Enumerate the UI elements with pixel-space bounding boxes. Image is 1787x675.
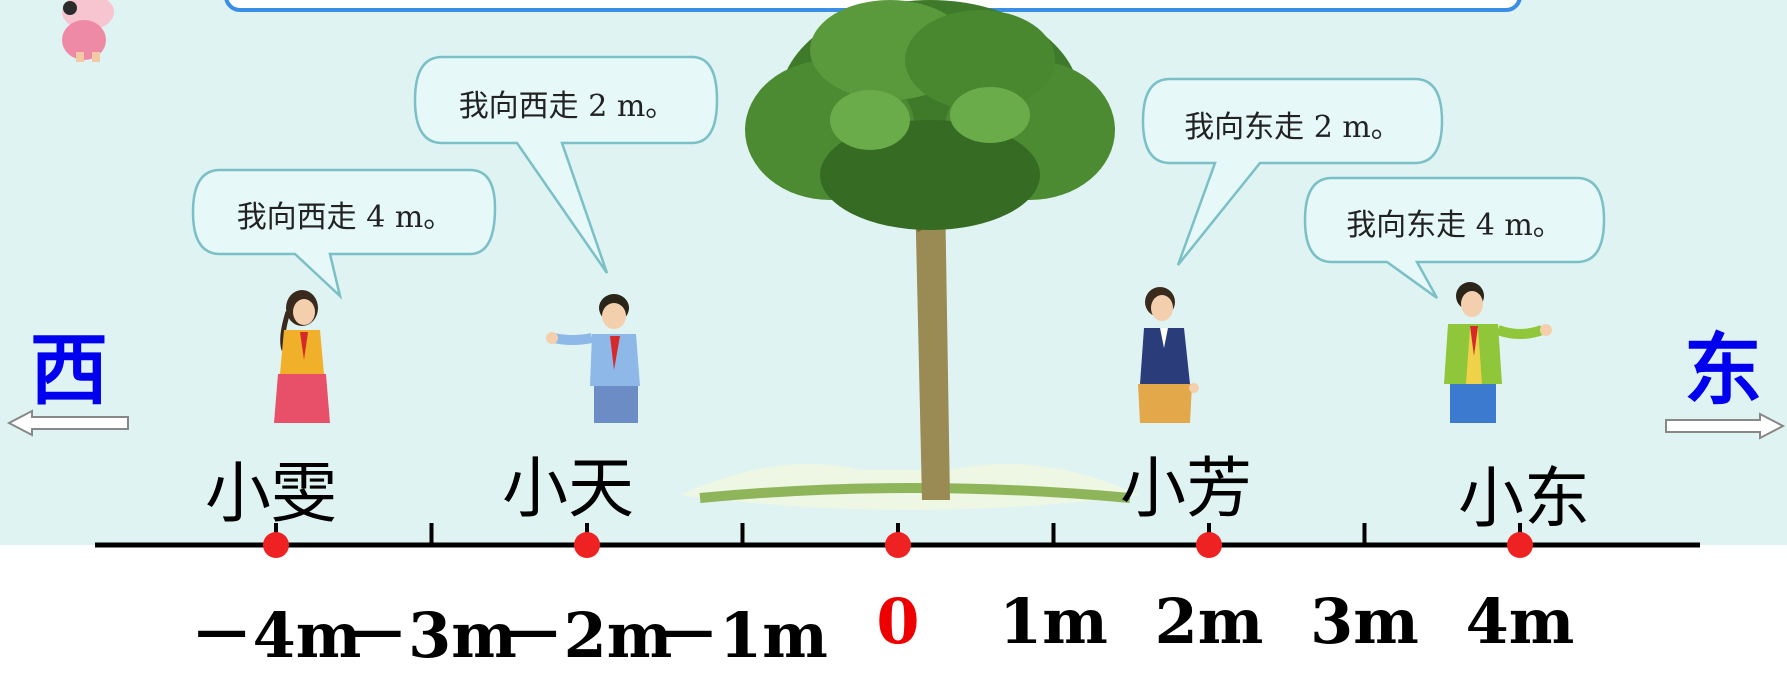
position-point [263,532,289,558]
number-line [95,523,1700,558]
name-label-xiaotian: 小天 [502,450,634,527]
bubble-text-xiaodong: 我向东走 4 m。 [1346,208,1563,243]
west-arrow-icon [6,409,129,437]
girl-xiaowen-figure [274,290,330,423]
girl-xiaofang-figure [1138,287,1199,423]
position-point [574,532,600,558]
tick-label: －4m [190,599,362,672]
boy-xiaotian-figure [546,294,640,423]
name-label-xiaowen: 小雯 [205,455,337,532]
position-point [885,532,911,558]
tick-label: －1m [657,599,828,672]
speech-bubble-xiaofang: 我向东走 2 m。 [1140,77,1445,272]
direction-label-east: 东 [1684,326,1763,416]
bubble-text-xiaofang: 我向东走 2 m。 [1184,110,1401,145]
speech-bubble-xiaowen: 我向西走 4 m。 [190,168,500,303]
boy-xiaodong-figure [1444,282,1552,423]
bubble-text-xiaotian: 我向西走 2 m。 [458,89,676,124]
tick-label: 1m [999,585,1108,658]
tree-illustration [680,0,1140,510]
mascot-girl [62,0,114,62]
tick-label: 4m [1465,585,1575,658]
speech-bubble-xiaotian: 我向西走 2 m。 [412,55,722,285]
tick-label: 2m [1154,585,1264,658]
position-point [1196,532,1222,558]
east-arrow-icon [1665,412,1786,440]
name-label-xiaofang: 小芳 [1120,450,1252,527]
speech-bubble-xiaodong: 我向东走 4 m。 [1302,176,1607,301]
tick-label: 3m [1310,585,1419,658]
name-label-xiaodong: 小东 [1458,460,1590,537]
tick-label: －3m [346,599,517,672]
tick-label: －2m [501,599,673,672]
tick-label: 0 [876,585,920,658]
direction-label-west: 西 [30,326,109,416]
bubble-text-xiaowen: 我向西走 4 m。 [236,200,454,235]
position-point [1507,532,1533,558]
